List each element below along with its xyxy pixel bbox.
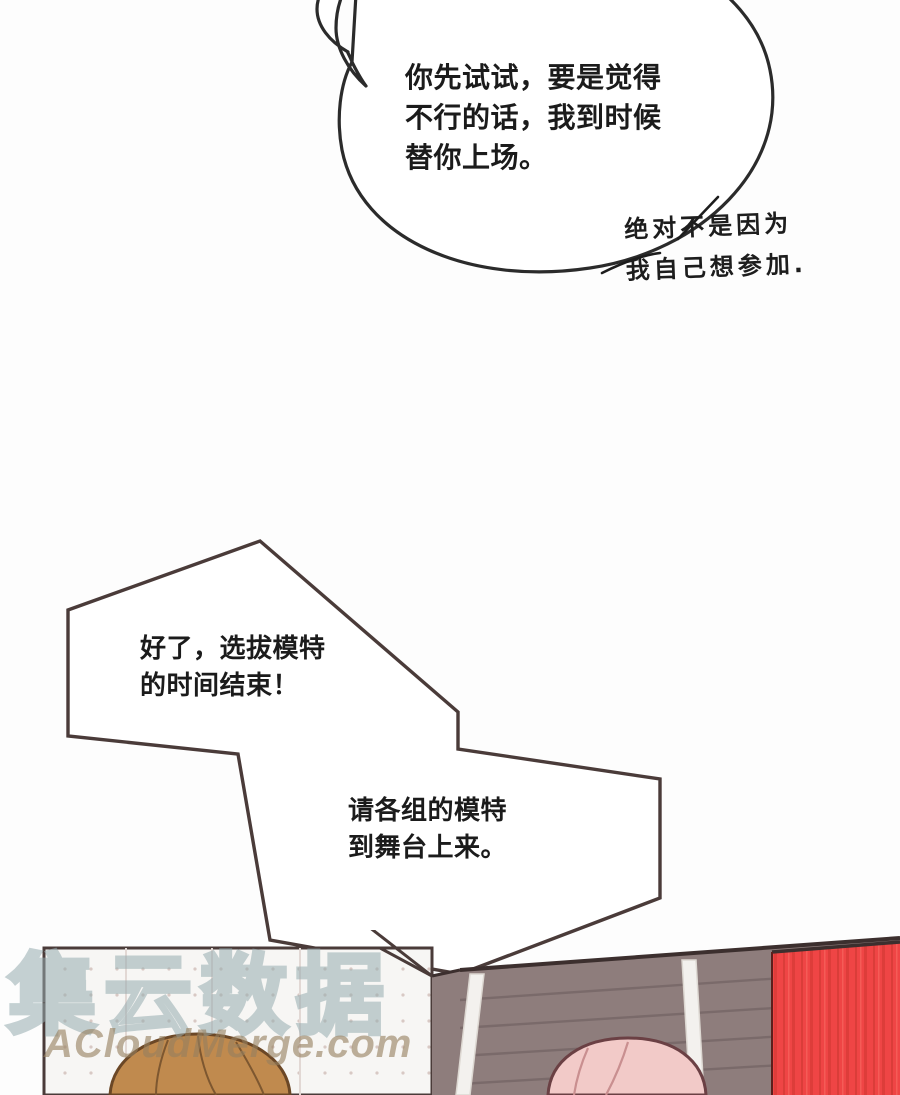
handwritten-pointer-lines	[600, 195, 720, 275]
speech-bubble-hexagon-group	[66, 539, 662, 976]
wall-wedge-left	[431, 968, 461, 1095]
bubble-rounded-text: 你先试试，要是觉得 不行的话，我到时候 替你上场。	[405, 62, 662, 173]
character-head-pink-hair	[546, 1036, 708, 1095]
speech-bubble-rounded	[315, 0, 775, 274]
handwritten-aside-text: 绝对不是因为 我自己想参加.	[623, 209, 808, 285]
bubble-hexagon-lower-text: 请各组的模特 到舞台上来。	[348, 795, 508, 862]
stage-scene-artwork	[0, 930, 900, 1095]
bubble-hexagon-upper-text: 好了，选拔模特 的时间结束！	[140, 633, 326, 700]
panel-lower-bubbles	[0, 500, 900, 980]
character-head-brown-hair	[108, 1032, 292, 1095]
stage-poles	[455, 959, 705, 1095]
red-curtain	[771, 940, 900, 1095]
panel-upper	[0, 0, 900, 480]
